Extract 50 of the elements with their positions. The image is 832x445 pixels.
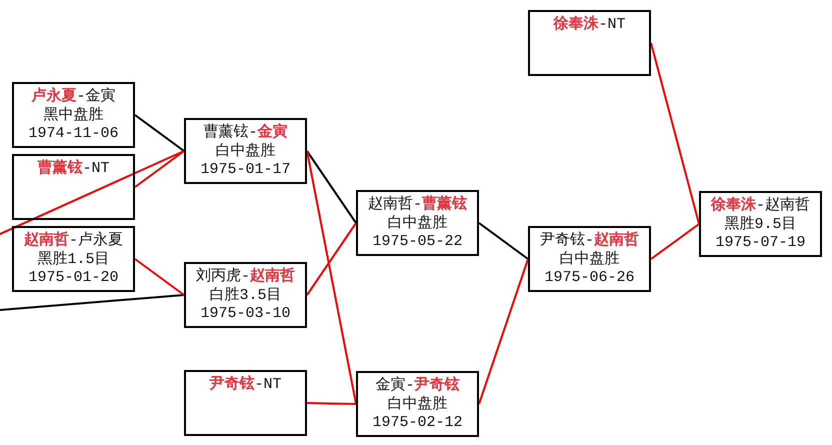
connector-line (134, 150, 185, 188)
match-box (12, 82, 135, 148)
connector-line (306, 222, 357, 296)
connector-line (306, 402, 356, 405)
date-text: 1974-11-06 (27, 125, 120, 144)
date-text: 1975-01-20 (27, 269, 120, 288)
result-text: 白胜3.5目 (208, 286, 282, 305)
match-box (12, 226, 135, 292)
match-heading: 赵南哲-卢永夏 (22, 232, 124, 250)
match-box (356, 371, 479, 437)
connector-line (0, 294, 184, 313)
match-box (356, 190, 479, 256)
match-box (699, 191, 822, 257)
connector-line (306, 150, 357, 224)
match-heading: 金寅-尹奇铉 (374, 377, 460, 396)
match-box (184, 118, 307, 184)
date-text: 1975-05-22 (371, 233, 464, 252)
result-text: 黑胜1.5目 (36, 250, 110, 269)
date-text: 1975-07-19 (714, 234, 806, 252)
match-heading: 刘丙虎-赵南哲 (194, 268, 296, 286)
result-text: 白中盘胜 (386, 214, 448, 233)
connector-line (478, 258, 529, 404)
match-heading: 卢永夏-金寅 (30, 88, 116, 106)
match-box (184, 370, 307, 436)
match-heading: 尹奇铉-NT (208, 376, 282, 394)
match-heading: 尹奇铉-赵南哲 (538, 232, 640, 250)
result-text: 白中盘胜 (214, 142, 276, 161)
connector-line (650, 223, 700, 260)
match-heading: 赵南哲-曹薰铉 (366, 196, 468, 214)
match-heading: 曹薰铉-NT (36, 160, 110, 178)
match-heading: 徐奉洙-NT (552, 16, 626, 34)
connector-line (478, 222, 529, 260)
result-text: 黑胜9.5目 (723, 216, 798, 234)
result-text: 白中盘胜 (386, 396, 448, 414)
date-text: 1975-06-26 (543, 269, 636, 288)
date-text: 1975-03-10 (199, 305, 292, 324)
match-box (184, 262, 307, 328)
connector-line (134, 114, 185, 152)
connector-line (134, 258, 185, 296)
match-box (12, 154, 135, 220)
result-text: 黑中盘胜 (42, 106, 104, 125)
date-text: 1975-01-17 (199, 161, 292, 180)
match-box (528, 10, 651, 76)
date-text: 1975-02-12 (371, 414, 464, 432)
match-box (528, 226, 651, 292)
result-text: 白中盘胜 (558, 250, 620, 269)
connector-line (650, 42, 700, 224)
match-heading: 曹薰铉-金寅 (202, 124, 288, 142)
match-heading: 徐奉洙-赵南哲 (710, 197, 811, 216)
connector-line (306, 150, 357, 404)
